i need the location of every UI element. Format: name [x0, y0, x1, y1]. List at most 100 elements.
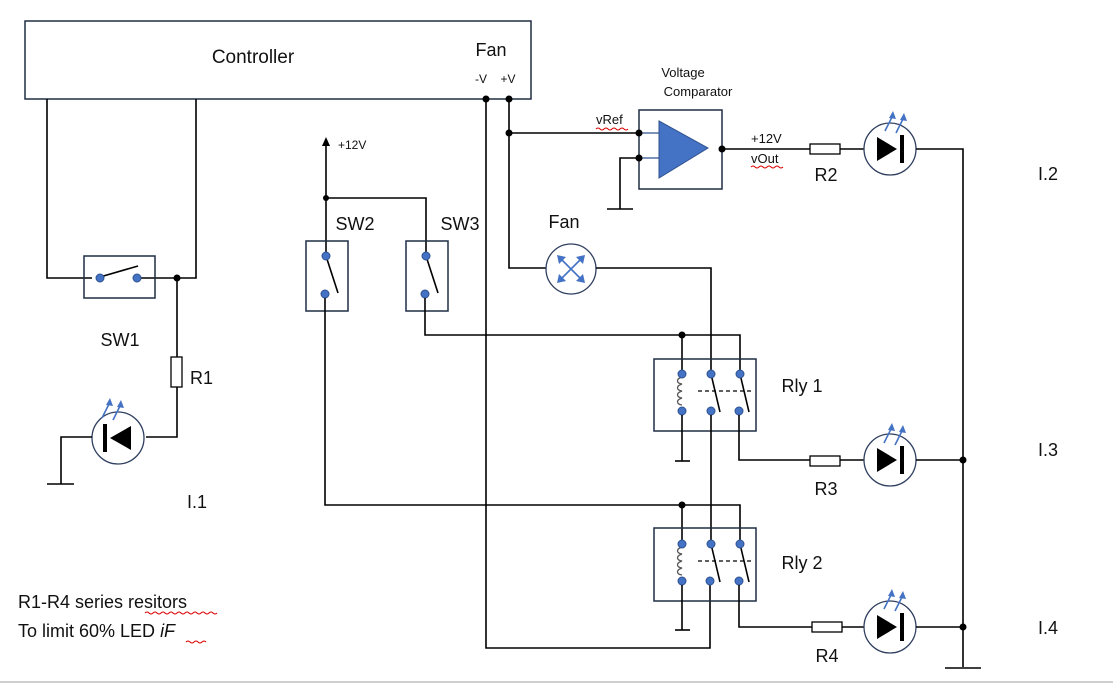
wire — [682, 334, 741, 373]
rly2-contact — [710, 543, 721, 583]
rly2-pin — [677, 576, 687, 586]
r3-label: R3 — [814, 479, 837, 499]
i1-label: I.1 — [187, 492, 207, 512]
comparator-title-1: Voltage — [661, 65, 704, 80]
fan-icon — [557, 255, 566, 264]
rly2-label: Rly 2 — [781, 553, 822, 573]
rly1-contact — [739, 373, 750, 413]
sw1-pin — [95, 273, 105, 283]
supply-arrow-icon — [322, 137, 330, 146]
neg-v-wire — [485, 99, 711, 649]
sw1-pin — [132, 273, 142, 283]
junction-node — [959, 623, 967, 631]
rly2-pin — [677, 539, 687, 549]
relay-2: Rly 2 — [653, 501, 823, 631]
coil-icon — [676, 546, 683, 576]
wire — [146, 387, 178, 438]
neg-pin-label: -V — [475, 72, 487, 86]
pos-pin-label: +V — [500, 72, 515, 86]
fan-icon — [557, 274, 566, 283]
rly2-box — [653, 527, 757, 602]
rly1-pin — [706, 406, 716, 416]
fan-power-lines — [485, 99, 711, 649]
rly2-contact — [739, 543, 750, 583]
rly1-pin — [735, 369, 745, 379]
voltage-comparator: Voltage Comparator vRef +12V vOut — [595, 65, 810, 210]
controller-fan-label: Fan — [475, 40, 506, 60]
sw3-pin — [421, 251, 431, 261]
led-i2-diode-icon — [877, 137, 897, 161]
led-i3-diode-icon — [877, 448, 897, 472]
r3-resistor — [809, 455, 841, 467]
wire — [682, 504, 741, 543]
junction-node — [323, 195, 329, 201]
fan-arrow — [559, 257, 583, 281]
supply-switches: +12V SW2 SW3 — [305, 137, 682, 506]
design-note: R1-R4 series resitors To limit 60% LED i… — [18, 592, 218, 644]
led-i4-bar — [900, 613, 904, 641]
common-return-wire — [916, 148, 964, 667]
relay-1: Rly 1 — [653, 331, 823, 543]
spellcheck-underline — [185, 640, 207, 644]
sw1-contact — [99, 265, 139, 278]
wire — [596, 267, 712, 373]
vref-label: vRef — [596, 112, 623, 127]
supply-label: +12V — [338, 138, 366, 152]
coil-icon — [676, 376, 683, 406]
vout-label: vOut — [751, 151, 779, 166]
pos-v-wire — [508, 99, 546, 269]
wire — [140, 99, 197, 279]
led-i3-bar — [900, 446, 904, 474]
controller-block: Controller Fan -V +V — [24, 20, 532, 103]
page-bottom-border — [0, 681, 1113, 683]
r4-label: R4 — [815, 646, 838, 666]
controller-label: Controller — [212, 47, 295, 68]
sw3-pin — [420, 289, 430, 299]
rly2-pin — [705, 576, 715, 586]
sw2-box — [305, 240, 349, 312]
fan-icon — [576, 255, 585, 264]
wire — [46, 99, 92, 279]
indicator-i3: R3 I.3 — [809, 422, 1058, 499]
spellcheck-underline — [144, 611, 218, 615]
comparator-triangle-icon — [658, 120, 709, 179]
note-line-2-text: To limit 60% LED — [18, 621, 160, 641]
r2-label: R2 — [814, 165, 837, 185]
led-i4-diode-icon — [877, 615, 897, 639]
wire — [738, 415, 810, 461]
r1-resistor — [170, 356, 183, 388]
sw2-contact — [325, 255, 339, 294]
junction-node — [959, 456, 967, 464]
rly1-box — [653, 358, 757, 432]
rly1-pin — [677, 406, 687, 416]
sw1-circuit: SW1 R1 I.1 — [46, 99, 213, 512]
note-line-1: R1-R4 series resitors — [18, 592, 187, 612]
indicator-i2: R2 I.2 — [809, 110, 1058, 667]
fan-motor: Fan — [545, 212, 712, 373]
r4-resistor — [811, 621, 843, 633]
led-i2-bar — [900, 135, 904, 163]
rly1-label: Rly 1 — [781, 376, 822, 396]
rly1-pin — [706, 369, 716, 379]
rly1-contact — [710, 373, 721, 413]
fan-icon — [576, 274, 585, 283]
i3-label: I.3 — [1038, 440, 1058, 460]
r1-label: R1 — [190, 368, 213, 388]
r2-resistor — [809, 143, 841, 155]
led-i1-diode-icon — [110, 426, 131, 450]
wire — [324, 298, 682, 506]
rly1-pin — [677, 369, 687, 379]
wire — [738, 585, 812, 628]
sw3-label: SW3 — [440, 214, 479, 234]
wire — [326, 197, 427, 258]
comparator-title-2: Comparator — [664, 84, 733, 99]
wire — [60, 436, 92, 484]
rly2-pin — [706, 539, 716, 549]
rly2-pin — [735, 539, 745, 549]
sw1-label: SW1 — [100, 330, 139, 350]
note-line-2: To limit 60% LED iF — [18, 621, 176, 641]
rly1-pin — [734, 406, 744, 416]
wire — [424, 298, 682, 336]
sw2-pin — [321, 251, 331, 261]
